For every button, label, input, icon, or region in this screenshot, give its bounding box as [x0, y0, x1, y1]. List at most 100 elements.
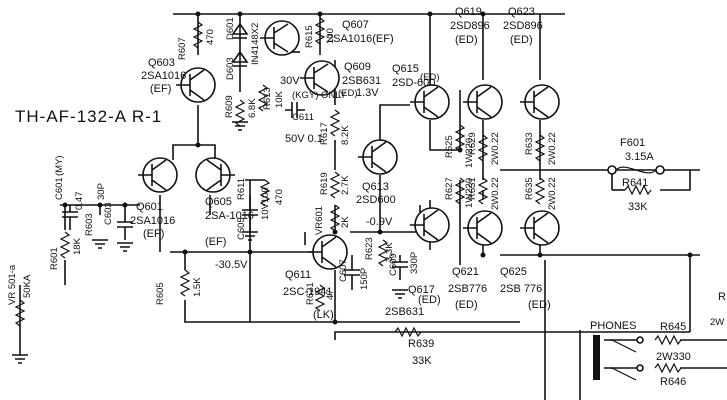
r623-value: 3.3K [384, 242, 395, 262]
q613-ref: Q613 [362, 181, 389, 193]
q605-ref: Q605 [205, 196, 232, 208]
r625-ref: R625 [444, 135, 455, 158]
q625-suffix: (ED) [528, 299, 551, 311]
resistor-symbols [14, 17, 682, 374]
r617-ref: R617 [319, 122, 330, 145]
r617-value: 8.2K [340, 125, 351, 145]
r601-value: 18K [72, 237, 83, 255]
r629-value: 2W0.22 [490, 132, 501, 165]
r613-symbol [257, 84, 269, 112]
q601-suffix: (EF) [143, 228, 164, 240]
q611-part: 2SC-1941 [283, 286, 333, 298]
q601-ref: Q601 [136, 201, 163, 213]
r639-symbol [394, 326, 422, 338]
q613-symbol [358, 139, 398, 175]
r633-symbol [534, 134, 546, 162]
v-neg305: -30.5V [215, 259, 248, 271]
r635-symbol [534, 177, 546, 205]
r603-ref: R603 [84, 213, 95, 236]
v-13: 1.3V [356, 87, 379, 99]
r629-symbol [477, 134, 489, 162]
r621-symbol [314, 284, 326, 312]
r605-ref: R605 [155, 282, 166, 305]
c603-value: 30P [96, 183, 107, 200]
q607-symbol [260, 20, 300, 56]
q615-part: 2SD-600 [392, 77, 435, 89]
r639-ref: R639 [408, 338, 434, 350]
r611-symbol [259, 179, 271, 207]
r646-symbol [654, 362, 682, 374]
r631-ref: R631 [467, 177, 478, 200]
q605-suffix: (EF) [205, 236, 226, 248]
r619-ref: R619 [319, 172, 330, 195]
r609-value: 6.8K [247, 98, 258, 118]
q625-part: 2SB 776 [500, 283, 542, 295]
q625-ref: Q625 [500, 266, 527, 278]
phones-label: PHONES [590, 320, 636, 332]
vr601-value: 2K [340, 216, 351, 228]
q607-ref: Q607 [342, 19, 369, 31]
q619-part: 2SD896 [450, 20, 490, 32]
v-neg09: -0.9V [366, 216, 393, 228]
r611-ref: R611 [236, 178, 247, 200]
c611-value: 50V 0.1 [285, 133, 323, 145]
r621-ref: R621 [305, 282, 316, 305]
r619-value: 2.7K [340, 175, 351, 195]
q615-ref: Q615 [392, 63, 419, 75]
labels: TH-AF-132-A R-1 Q603 2SA1016 (EF) Q607 2… [7, 6, 726, 388]
r613-ref: R613 [262, 87, 273, 110]
c609-symbol [392, 255, 408, 280]
vr501-value: 50KA [22, 274, 33, 298]
c601-note: (MY) [54, 155, 65, 176]
r609-ref: R609 [224, 95, 235, 118]
q619-suffix: (ED) [455, 34, 478, 46]
q621-part: 2SB776 [448, 283, 487, 295]
r623-symbol [377, 239, 389, 267]
q623-suffix: (ED) [510, 34, 533, 46]
f601-value: 3.15A [625, 151, 654, 163]
r603-value: 0.47 [74, 192, 85, 211]
r619-symbol [329, 171, 341, 199]
q605-symbol [195, 157, 235, 193]
r639-value: 33K [412, 355, 432, 367]
r615-value: 100 [325, 28, 336, 44]
q605-part: 2SA-1016 [205, 210, 254, 222]
q613-part: 2SD600 [356, 194, 396, 206]
r601-ref: R601 [49, 247, 60, 270]
q611-symbol [308, 234, 348, 270]
vr601-symbol [329, 204, 341, 232]
q615-suffix: (ED) [420, 72, 440, 83]
vr501-symbol [14, 299, 26, 327]
r629-ref: R629 [467, 132, 478, 155]
r623-ref: R623 [364, 237, 375, 260]
ground-symbols [12, 121, 408, 364]
r627-value: 1W220 [464, 178, 475, 208]
r607-symbol [192, 21, 204, 49]
capacitor-symbols [62, 102, 408, 290]
phones-jack [593, 335, 644, 381]
q609-suffix: (ED) [338, 88, 358, 99]
d601-value: IN4148X2 [250, 23, 261, 65]
q603-suffix: (EF) [150, 83, 171, 95]
q603-part: 2SA1016 [141, 70, 186, 82]
c607-ref: C607 [338, 259, 349, 282]
q615-symbol [410, 84, 450, 120]
c607-value: 150P [359, 268, 370, 290]
r607-ref: R607 [177, 37, 188, 60]
r601-symbol [59, 231, 71, 259]
r627-symbol [454, 177, 466, 205]
c607-symbol [344, 255, 360, 290]
c603-ref: C603 [103, 202, 114, 225]
r641-ref: R641 [622, 177, 648, 189]
r605-symbol [179, 269, 191, 297]
edge-r-ref: R [718, 291, 726, 303]
d601-ref: D601 [225, 17, 236, 40]
q619-symbol [463, 84, 503, 120]
r627-ref: R627 [444, 177, 455, 200]
diode-symbols [231, 22, 249, 67]
c611-ref: C611 [292, 112, 314, 123]
r611-value: 470 [274, 189, 285, 205]
c611-note: (KGY) ONLY [292, 90, 347, 101]
q621-ref: Q621 [452, 266, 479, 278]
